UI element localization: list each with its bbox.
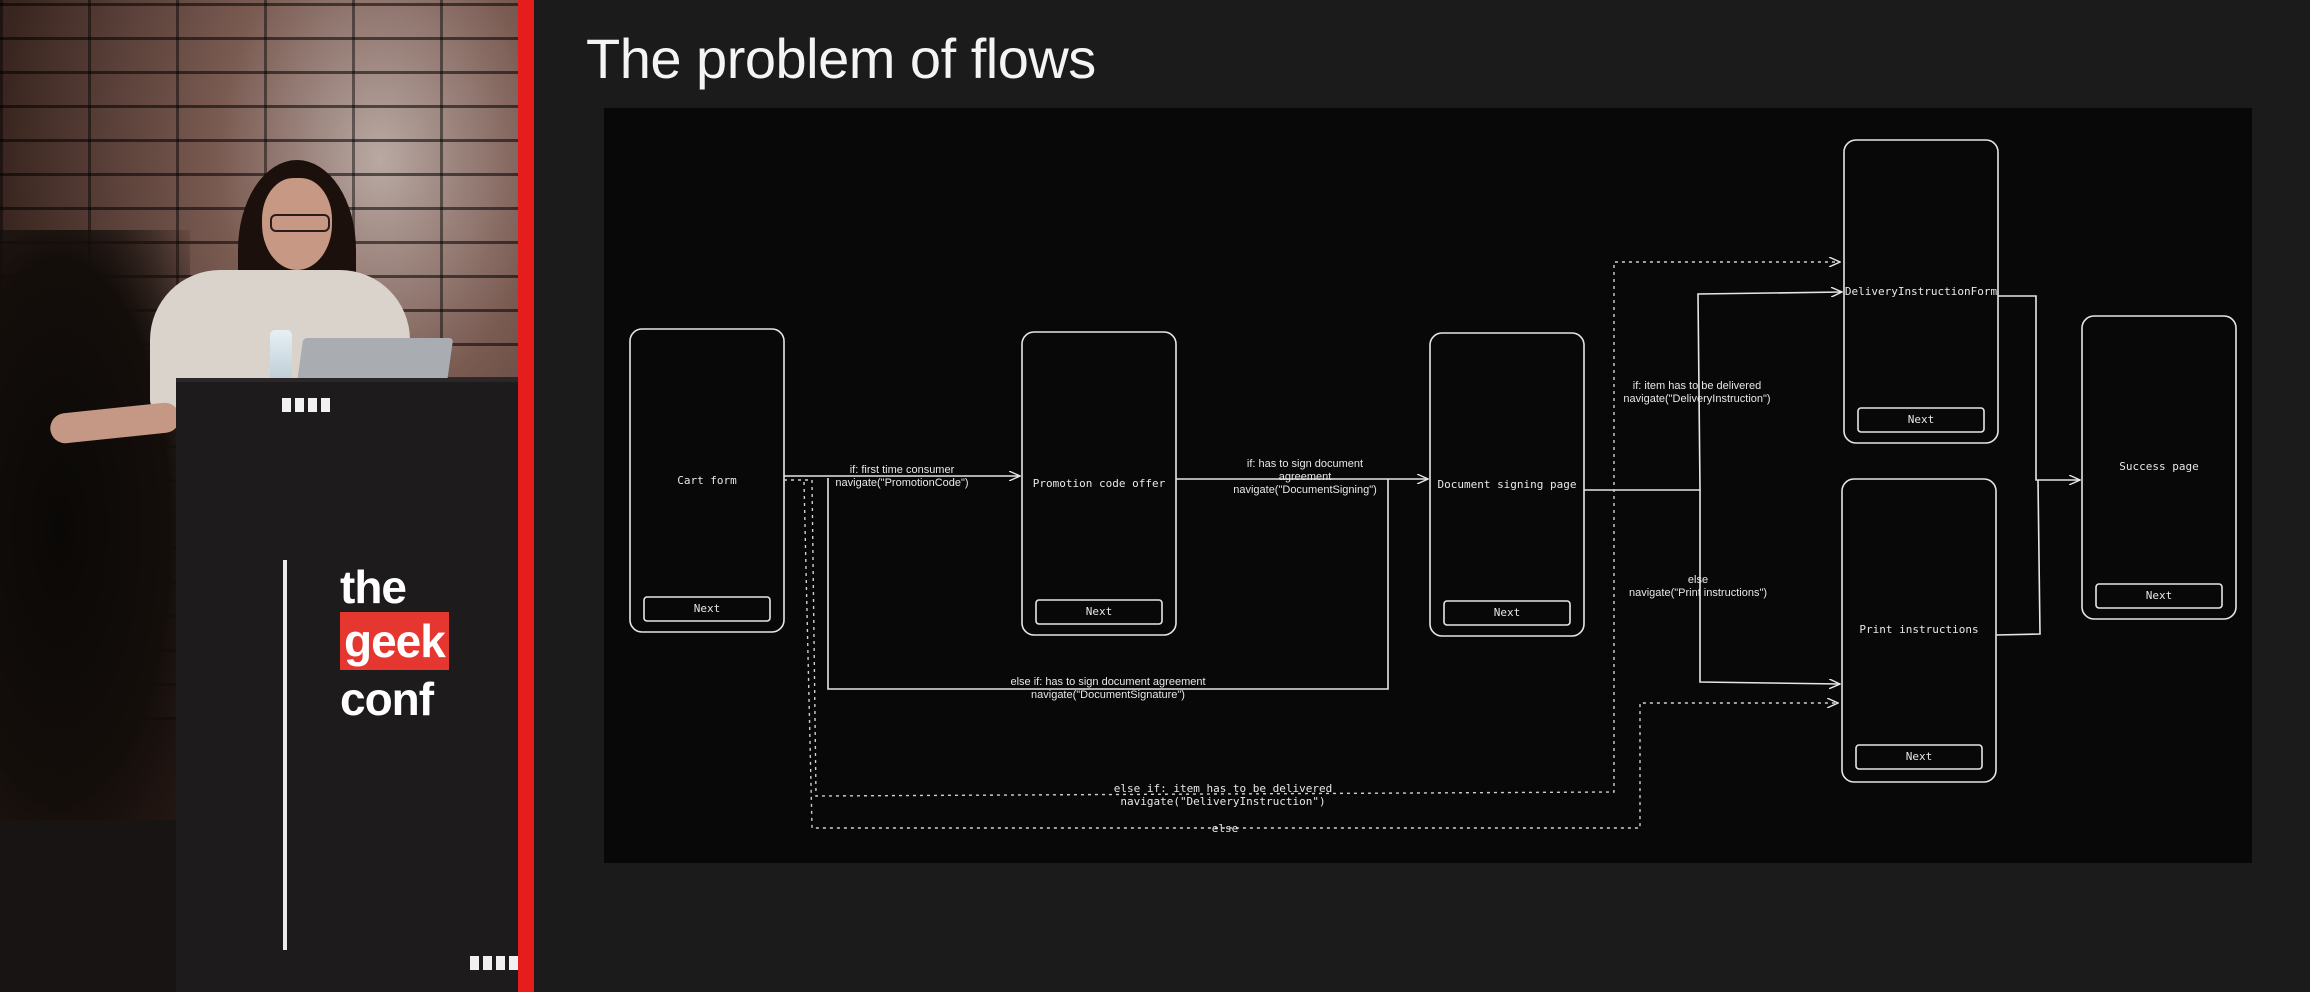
edge-else-final-dotted: [803, 481, 1838, 829]
edge-label-first-time-line1: if: first time consumer: [849, 464, 955, 476]
podium-dots-bottom: [470, 956, 518, 970]
water-bottle: [270, 330, 292, 388]
edge-print-to-success: [1995, 479, 2041, 636]
edge-label-sign-document-line3: navigate("DocumentSigning"): [1233, 484, 1377, 496]
edge-label-first-time-line2: navigate("PromotionCode"): [835, 477, 969, 489]
delivery-next-button[interactable]: Next: [1907, 413, 1935, 426]
edge-label-sign-document: if: has to sign document agreement navig…: [1233, 458, 1377, 497]
speaker-glasses: [270, 214, 330, 232]
edge-else-delivery-dotted: [784, 262, 1840, 797]
edge-label-delivered-line1: if: item has to be delivered: [1632, 380, 1762, 392]
edge-label-else-sign-line1: else if: has to sign document agreement: [1010, 676, 1206, 688]
document-signing-label: Document signing page: [1437, 478, 1577, 491]
edge-label-else-delivered: else if: item has to be delivered naviga…: [1114, 782, 1333, 808]
edge-label-else-delivered-line2: navigate("DeliveryInstruction"): [1120, 795, 1326, 808]
logo-word-conf: conf: [340, 673, 434, 725]
screen-document-signing: [1429, 332, 1585, 637]
cart-next-button[interactable]: Next: [693, 602, 721, 615]
promotion-code-offer-label: Promotion code offer: [1032, 477, 1166, 490]
speaker-face: [262, 178, 332, 270]
promotion-next-button-frame: [1035, 599, 1163, 625]
edge-document-to-print: [1699, 490, 1840, 684]
document-next-button[interactable]: Next: [1493, 606, 1521, 619]
edge-label-delivered-line2: navigate("DeliveryInstruction"): [1623, 393, 1771, 405]
edge-label-sign-document-line2: agreement: [1278, 471, 1332, 483]
delivery-next-button-frame: [1857, 407, 1985, 433]
delivery-instruction-form-label: DeliveryInstructionForm: [1844, 285, 1998, 298]
edge-label-delivered: if: item has to be delivered navigate("D…: [1623, 380, 1770, 406]
edge-label-else-final: else: [1212, 822, 1239, 835]
logo-word-geek: geek: [340, 612, 449, 670]
success-next-button[interactable]: Next: [2145, 589, 2173, 602]
edge-label-else-sign: else if: has to sign document agreement …: [1010, 676, 1205, 702]
edge-label-else-print-line1: else: [1687, 574, 1709, 586]
success-next-button-frame: [2095, 583, 2223, 609]
screen-print-instructions: [1841, 478, 1997, 783]
document-next-button-frame: [1443, 600, 1571, 626]
print-next-button-frame: [1855, 744, 1983, 770]
edge-label-else-final-line1: else: [1211, 822, 1239, 835]
screen-promotion-code-offer: [1021, 331, 1177, 636]
edge-label-else-print-line2: navigate("Print instructions"): [1628, 587, 1768, 599]
edge-label-sign-document-line1: if: has to sign document: [1246, 458, 1364, 470]
edge-delivery-to-success: [1998, 295, 2080, 480]
edge-label-else-print: else navigate("Print instructions"): [1629, 574, 1767, 600]
promotion-next-button[interactable]: Next: [1085, 605, 1113, 618]
edge-label-first-time: if: first time consumer navigate("Promot…: [835, 464, 968, 490]
screen-success: [2081, 315, 2237, 620]
success-page-label: Success page: [2119, 460, 2199, 473]
print-next-button[interactable]: Next: [1905, 750, 1933, 763]
slide-title: The problem of flows: [586, 27, 1096, 90]
red-divider: [518, 0, 534, 992]
edge-else-sign-document: [827, 478, 1389, 690]
flow-diagram: Cart form Next Promotion code offer Next…: [604, 108, 2252, 863]
flow-diagram-svg: [629, 139, 2237, 829]
podium: [176, 382, 520, 992]
speaker-video-panel: the geek conf: [0, 0, 520, 992]
podium-dots-top: [282, 398, 330, 412]
edge-label-else-delivered-line1: else if: item has to be delivered: [1113, 782, 1333, 795]
screen-delivery-instruction-form: [1843, 139, 1999, 444]
print-instructions-label: Print instructions: [1859, 623, 1979, 636]
edge-document-to-delivery: [1584, 292, 1842, 491]
logo-word-the: the: [340, 561, 407, 613]
cart-form-label: Cart form: [677, 474, 737, 487]
cart-next-button-frame: [643, 596, 771, 622]
edge-label-else-sign-line2: navigate("DocumentSignature"): [1031, 689, 1185, 701]
